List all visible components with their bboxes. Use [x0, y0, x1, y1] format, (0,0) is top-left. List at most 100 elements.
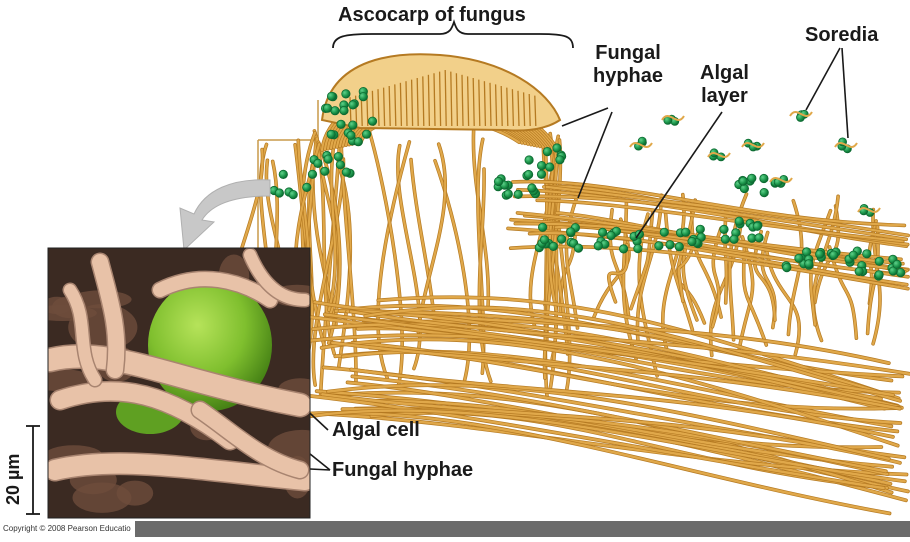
- algal-cell-dot: [336, 119, 346, 129]
- algal-cell-dot: [804, 259, 814, 269]
- algal-cell-dot: [874, 256, 884, 266]
- ascus: [506, 87, 509, 127]
- sem-hypha: [48, 453, 310, 490]
- algal-cell-dot: [759, 188, 769, 198]
- algal-cell-dot: [738, 176, 748, 186]
- sem-hypha: [153, 272, 277, 307]
- ascus: [388, 85, 391, 127]
- soredium-hypha: [834, 142, 858, 148]
- algal-cell-dot: [815, 249, 825, 259]
- leader-soredia-1: [805, 47, 841, 111]
- algal-cell-dot: [545, 162, 555, 172]
- ascus: [534, 95, 537, 127]
- leader-algal-layer: [635, 111, 723, 239]
- hypha-strand: [298, 411, 891, 515]
- zoom-arrow: [179, 179, 271, 252]
- ascus: [399, 82, 403, 127]
- algal-cell-dot: [606, 230, 616, 241]
- algal-cell-dot: [665, 240, 675, 250]
- hypha-strand: [305, 409, 906, 483]
- algal-cell-dot: [729, 234, 739, 244]
- algal-cell-dot: [361, 129, 372, 139]
- algal-cell-dot: [346, 130, 356, 140]
- hypha-strand: [565, 192, 580, 330]
- leader-hyphae-2: [577, 111, 613, 199]
- soredium-hypha: [629, 142, 653, 148]
- hypha-strand: [327, 142, 337, 312]
- algal-cell-dot: [536, 169, 547, 179]
- ascus: [427, 74, 431, 127]
- ascus: [394, 84, 397, 127]
- algal-cell-dot: [597, 227, 608, 237]
- hypha-strand: [364, 306, 902, 402]
- ascus: [433, 73, 436, 127]
- hypha-strand: [320, 338, 899, 447]
- algal-cell-dot: [829, 250, 839, 260]
- label-soredia: Soredia: [805, 24, 879, 46]
- soredium-hypha: [789, 111, 813, 117]
- algal-cell-dot: [747, 173, 757, 183]
- hypha-strand: [607, 243, 629, 303]
- hypha-strand: [543, 139, 562, 380]
- ascus: [483, 81, 487, 127]
- algal-cell-dot: [326, 129, 336, 139]
- ascus: [438, 71, 442, 127]
- ascus: [466, 76, 470, 127]
- ascus: [511, 89, 515, 127]
- algal-cell-dot: [848, 250, 859, 260]
- ascocarp-dome: [320, 53, 562, 132]
- algal-cell-dot: [895, 267, 906, 278]
- algal-cell-dot: [278, 169, 288, 179]
- ascus: [489, 82, 492, 127]
- soredium-hypha: [707, 152, 731, 158]
- algal-cell-dot: [527, 183, 537, 193]
- algal-cell-dot: [307, 169, 318, 179]
- ascus: [377, 89, 380, 127]
- label-ascocarp: Ascocarp of fungus: [338, 4, 526, 26]
- hypha-strand: [511, 180, 906, 227]
- algal-cell-dot: [556, 234, 567, 244]
- label-scale-bar: 20 µm: [3, 453, 23, 505]
- algal-cell-dot: [566, 227, 576, 237]
- thallus-block-outline: [258, 100, 319, 141]
- footer-bar: [0, 521, 910, 537]
- hypha-strand: [331, 341, 901, 410]
- label-algal-layer: Algal layer: [700, 62, 749, 107]
- sem-surface-blob: [72, 482, 132, 513]
- hypha-strand: [828, 245, 858, 340]
- soredium-hypha: [769, 177, 793, 183]
- algal-cell-dot: [752, 221, 762, 231]
- sem-hypha: [48, 345, 310, 416]
- algal-cell-dot: [335, 160, 345, 170]
- algal-cell-dot: [326, 91, 337, 101]
- soredium-hypha: [661, 115, 685, 121]
- soredium-hypha: [857, 207, 881, 213]
- sem-frame: [47, 247, 311, 519]
- algal-cell-dot: [539, 235, 550, 245]
- sem-fungal-hyphae: [48, 248, 310, 492]
- ascus: [422, 76, 425, 127]
- ascus: [455, 73, 459, 127]
- algal-cell-dot: [687, 236, 697, 247]
- ascus: [410, 79, 414, 127]
- algal-cell-dot: [288, 190, 298, 200]
- hypha-strand: [323, 313, 895, 397]
- scale-bar: [26, 425, 40, 515]
- label-fungal-hyphae-inset: Fungal hyphae: [332, 459, 474, 481]
- algal-cell-dot: [341, 167, 351, 177]
- hypha-strand: [346, 310, 891, 397]
- hypha-strand: [319, 146, 341, 397]
- lichen-cross-section: [226, 53, 910, 516]
- ascus: [472, 77, 475, 127]
- algal-cell-dot: [892, 259, 902, 269]
- soredia-clusters: [629, 109, 881, 217]
- algal-cell-dot: [493, 176, 504, 187]
- hypha-strand: [536, 199, 904, 243]
- hypha-strand: [513, 195, 908, 241]
- algal-cell-dot: [759, 173, 769, 184]
- ascus: [500, 85, 503, 127]
- algal-cell-dot: [618, 244, 629, 254]
- algal-cell-dot: [523, 169, 534, 180]
- hypha-strand: [349, 310, 910, 375]
- algal-cell-dot: [348, 120, 358, 130]
